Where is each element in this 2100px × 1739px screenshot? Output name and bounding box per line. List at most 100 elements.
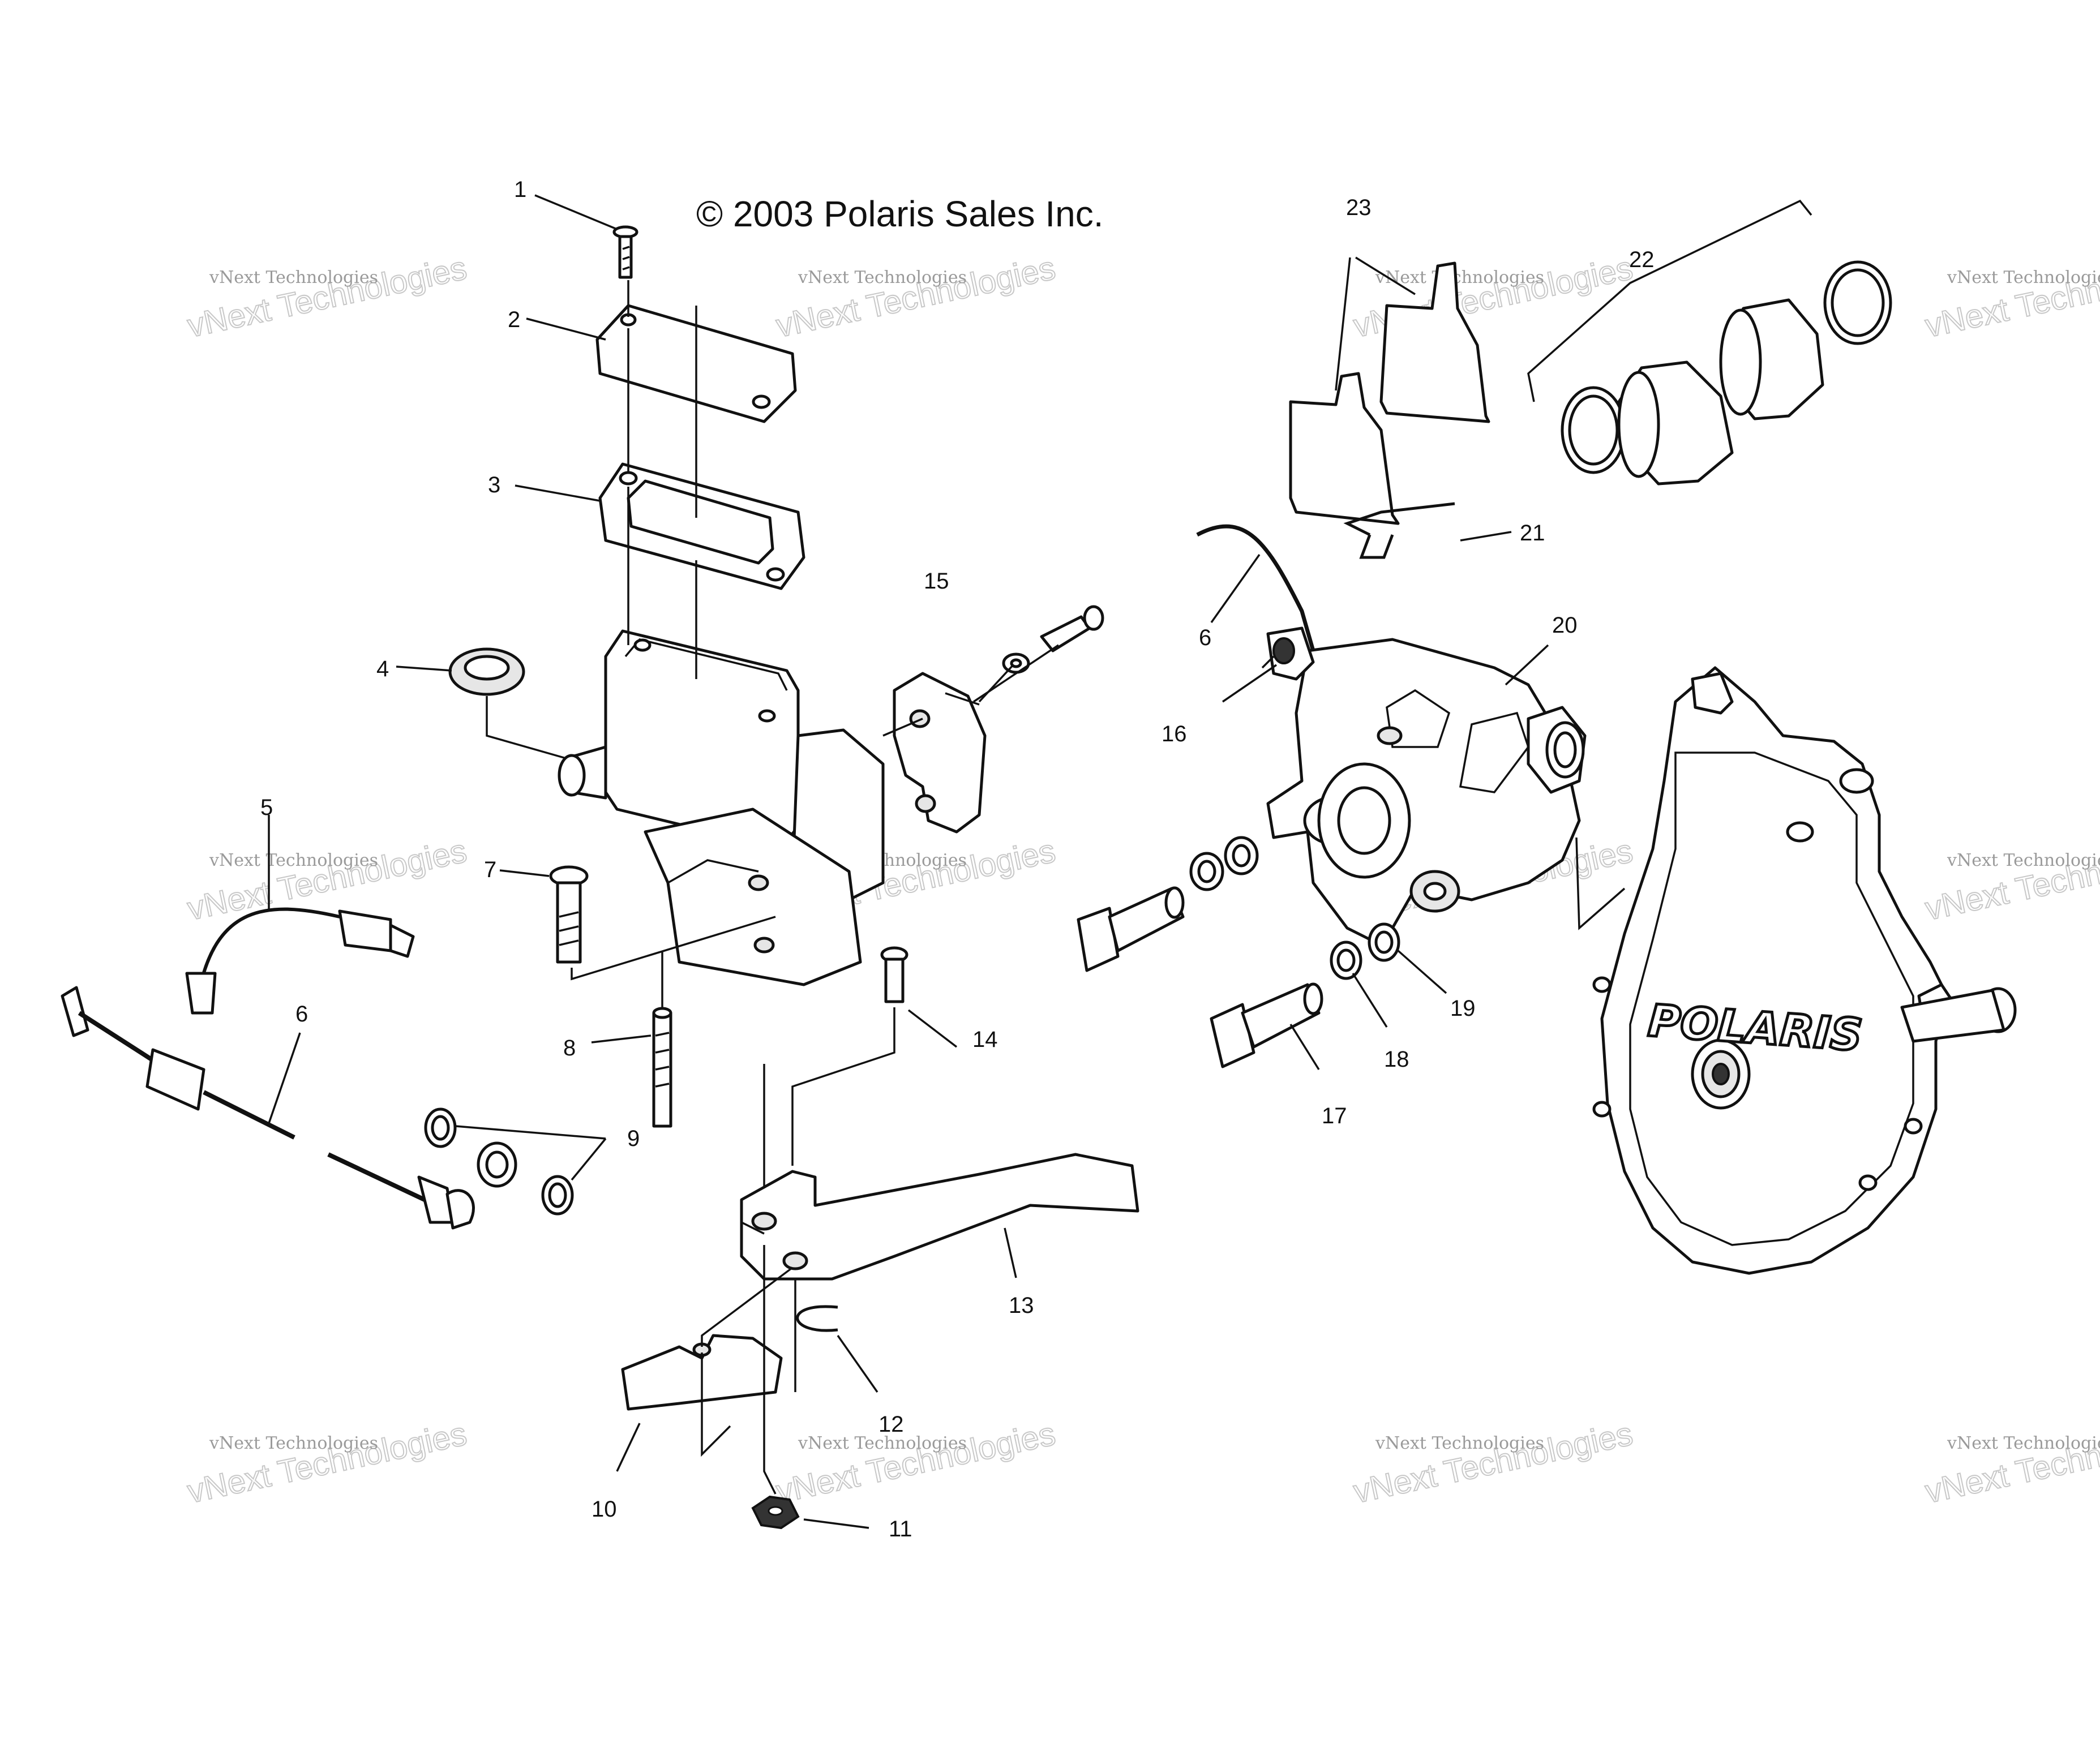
callout-5: 5 <box>260 795 273 911</box>
watermark-text-small: vNext Technologies <box>1375 1433 1544 1453</box>
part-gear-case: POLARIS <box>1592 666 2017 1275</box>
part-caliper-20 <box>1266 626 1587 941</box>
callout-label: 17 <box>1322 1103 1347 1128</box>
part-screw-1 <box>612 225 638 279</box>
watermark-text-small: vNext Technologies <box>1947 851 2100 870</box>
callout-label: 21 <box>1520 521 1545 546</box>
watermark-2: vNext Technologies vNext Technologies <box>773 249 1059 345</box>
part-bleeder-16 <box>1261 655 1275 669</box>
callout-label: 23 <box>1346 195 1372 220</box>
callout-label: 8 <box>563 1036 576 1060</box>
watermark-text-large: vNext Technologies <box>1922 832 2100 928</box>
part-brake-line-6-right <box>1196 524 1315 651</box>
watermark-text-large: vNext Technologies <box>185 250 470 345</box>
part-pin-8 <box>652 1007 672 1128</box>
watermark-text-large: vNext Technologies <box>1351 1415 1636 1510</box>
part-lever-13 <box>740 1153 1139 1281</box>
watermark-12: vNext Technologies vNext Technologies <box>1922 1415 2100 1511</box>
leader-lines-left <box>486 280 923 1495</box>
watermark-11: vNext Technologies vNext Technologies <box>1350 1415 1636 1511</box>
callout-21: 21 <box>1520 521 1545 546</box>
callout-20: 20 <box>1552 613 1578 638</box>
watermark-1: vNext Technologies vNext Technologies <box>184 249 470 345</box>
callout-label: 12 <box>878 1412 904 1437</box>
callout-label: 9 <box>627 1126 640 1151</box>
part-pivot-14 <box>880 946 908 1003</box>
callout-label: 10 <box>592 1497 617 1522</box>
watermark-text-large: vNext Technologies <box>1922 250 2100 345</box>
part-clamp-15 <box>893 605 1104 834</box>
part-bolt-17 <box>1210 982 1323 1068</box>
callout-3: 3 <box>488 473 601 502</box>
callout-label: 22 <box>1629 247 1655 272</box>
callout-7: 7 <box>484 857 550 882</box>
callout-12: 12 <box>837 1334 904 1437</box>
callout-label: 11 <box>889 1517 912 1542</box>
watermark-text-large: vNext Technologies <box>773 250 1058 345</box>
callout-label: 6 <box>295 1002 308 1027</box>
callout-9: 9 <box>455 1125 640 1181</box>
callout-13: 13 <box>1004 1227 1034 1318</box>
part-spring-12 <box>796 1305 838 1332</box>
watermark-text-small: vNext Technologies <box>1947 1433 2100 1453</box>
callout-8: 8 <box>563 1034 652 1060</box>
part-pistons-22 <box>1561 260 1892 486</box>
watermark-text-small: vNext Technologies <box>798 268 967 287</box>
callout-23: 23 <box>1346 195 1372 220</box>
callout-label: 14 <box>972 1027 998 1052</box>
leader-lines-right <box>945 199 1812 1070</box>
callout-label: 15 <box>924 569 949 594</box>
callout-18: 18 <box>1384 1047 1409 1072</box>
watermark-text-large: vNext Technologies <box>1922 1415 2100 1510</box>
callout-label: 19 <box>1450 996 1476 1021</box>
callout-19: 19 <box>1450 996 1476 1021</box>
callout-6-left: 6 <box>268 1002 308 1124</box>
part-bolt-upper <box>1077 886 1185 972</box>
part-brake-line-6-left <box>61 986 517 1230</box>
callout-22: 22 <box>1629 247 1655 272</box>
watermark-text-large: vNext Technologies <box>185 1415 470 1510</box>
watermark-text-small: vNext Technologies <box>1947 268 2100 287</box>
callout-label: 7 <box>484 857 496 882</box>
watermark-text-small: vNext Technologies <box>209 851 378 870</box>
callout-label: 5 <box>260 795 273 820</box>
callout-15: 15 <box>924 569 949 594</box>
part-switch-5 <box>185 907 415 1015</box>
watermark-text-large: vNext Technologies <box>773 1415 1058 1510</box>
callout-label: 6 <box>1199 625 1211 650</box>
callout-label: 3 <box>488 473 500 497</box>
callout-2: 2 <box>508 307 606 341</box>
callout-label: 16 <box>1162 722 1187 746</box>
callout-label: 2 <box>508 307 520 332</box>
callout-label: 20 <box>1552 613 1578 638</box>
callout-17: 17 <box>1322 1103 1347 1128</box>
watermark-text-small: vNext Technologies <box>798 1433 967 1453</box>
callout-1: 1 <box>514 177 618 230</box>
watermark-text-small: vNext Technologies <box>209 268 378 287</box>
part-brake-pads-23 <box>1289 261 1490 525</box>
part-nut-11 <box>751 1495 800 1530</box>
part-master-cylinder-body <box>558 629 885 986</box>
watermark-4: vNext Technologies vNext Technologies <box>1922 249 2100 345</box>
part-washers-9 <box>424 1107 574 1216</box>
watermark-8: vNext Technologies vNext Technologies <box>1922 832 2100 928</box>
callout-14: 14 <box>907 1009 998 1052</box>
watermark-text-small: vNext Technologies <box>1375 268 1544 287</box>
callout-11: 11 <box>803 1517 912 1542</box>
part-washers-18-19 <box>1330 922 1400 980</box>
copyright-text: © 2003 Polaris Sales Inc. <box>696 194 1104 234</box>
callout-16: 16 <box>1162 722 1187 746</box>
watermark-5: vNext Technologies vNext Technologies <box>184 832 470 928</box>
callout-6-right: 6 <box>1199 625 1211 650</box>
callout-label: 13 <box>1009 1293 1034 1318</box>
part-diaphragm-3 <box>598 462 805 590</box>
callout-10: 10 <box>592 1423 641 1522</box>
part-washers-caliper <box>1189 836 1259 891</box>
part-clip-21 <box>1343 502 1455 559</box>
part-screw-7 <box>549 865 589 964</box>
callout-label: 1 <box>514 177 526 202</box>
callout-4: 4 <box>376 656 452 681</box>
callout-label: 4 <box>376 656 389 681</box>
watermark-text-small: vNext Technologies <box>209 1433 378 1453</box>
